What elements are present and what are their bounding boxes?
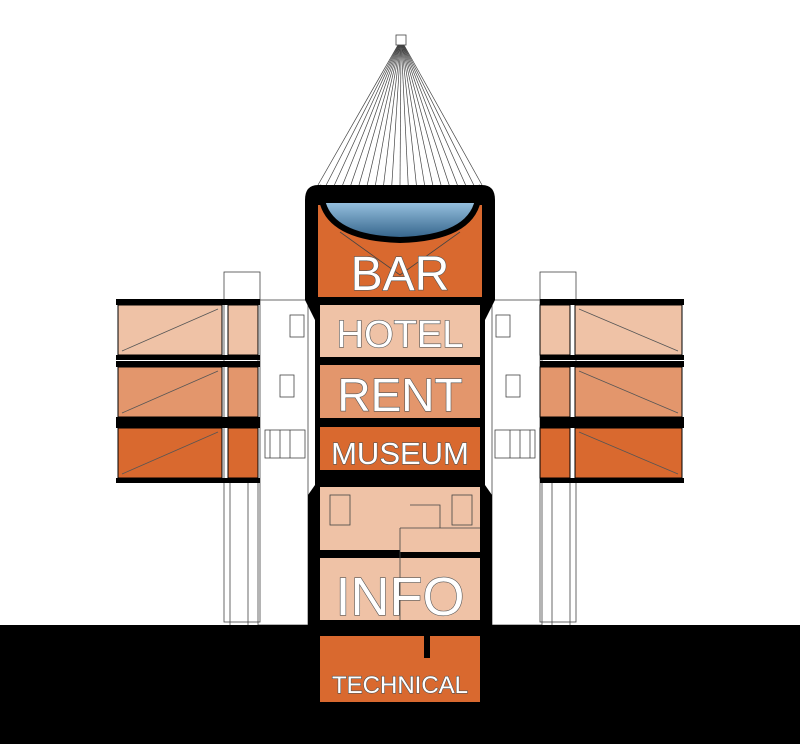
wing-room-inner — [539, 304, 571, 356]
wing-stair-line — [578, 370, 679, 414]
side-wings — [116, 299, 684, 483]
spire-cable — [358, 44, 400, 186]
side-structure-left — [223, 271, 309, 626]
wing-slab — [116, 299, 260, 305]
floor-info-room — [320, 487, 480, 620]
wing-slab — [540, 299, 684, 305]
spire-cable — [401, 44, 434, 186]
wing-slab — [116, 478, 260, 483]
spire-cable — [402, 44, 450, 186]
wing-slab — [116, 361, 260, 367]
spire-cable — [350, 44, 400, 186]
label-bar: BAR — [351, 248, 450, 301]
wing-stair-line — [578, 431, 679, 475]
wing-room-inner — [539, 366, 571, 418]
wing-room — [117, 304, 223, 356]
spire-cable — [342, 44, 400, 186]
spire-cable — [401, 44, 425, 186]
wing-room-inner — [227, 427, 259, 479]
wing-slab — [540, 355, 684, 360]
spire-cable — [375, 44, 401, 186]
wing-stair-line — [121, 370, 219, 414]
spire-cable — [383, 44, 401, 186]
spire-cable — [403, 44, 466, 186]
label-technical: TECHNICAL — [332, 672, 468, 699]
label-museum: MUSEUM — [331, 436, 469, 471]
spire-cable — [402, 44, 442, 186]
wing-stair-line — [121, 431, 219, 475]
label-rent: RENT — [337, 369, 462, 421]
wing-slab — [540, 361, 684, 367]
floor-museum-room — [320, 427, 480, 470]
spire-cable — [401, 44, 417, 186]
spire-cable — [366, 44, 401, 186]
spire-cable — [400, 44, 409, 186]
wing-slab — [540, 422, 684, 428]
wing-stair-line — [121, 308, 219, 352]
wing-room-inner — [227, 366, 259, 418]
spire-cable — [325, 44, 399, 186]
water-basin — [318, 197, 482, 244]
spire-cable — [317, 44, 399, 186]
technical-wall — [424, 636, 430, 658]
wing-slab — [540, 478, 684, 483]
spire — [317, 34, 483, 196]
wing-slab — [116, 417, 260, 422]
spire-cable — [403, 44, 483, 186]
label-hotel: HOTEL — [337, 314, 464, 356]
wing-slab — [116, 355, 260, 360]
spire-cable — [402, 44, 458, 186]
spire-cable — [391, 44, 402, 186]
spire-cable — [403, 44, 475, 186]
bar-stair-lines — [339, 231, 461, 276]
spire-cable — [334, 44, 399, 186]
wing-slab — [116, 422, 260, 428]
floor-technical-room — [320, 636, 480, 702]
wing-slab — [540, 417, 684, 422]
spire-cable — [399, 44, 402, 186]
wing-room-inner — [227, 304, 259, 356]
floor-hotel-room — [320, 305, 480, 357]
floor-rent-room — [320, 365, 480, 418]
wing-room-inner — [539, 427, 571, 479]
wing-stair-line — [578, 308, 679, 352]
label-info: INFO — [336, 567, 465, 627]
